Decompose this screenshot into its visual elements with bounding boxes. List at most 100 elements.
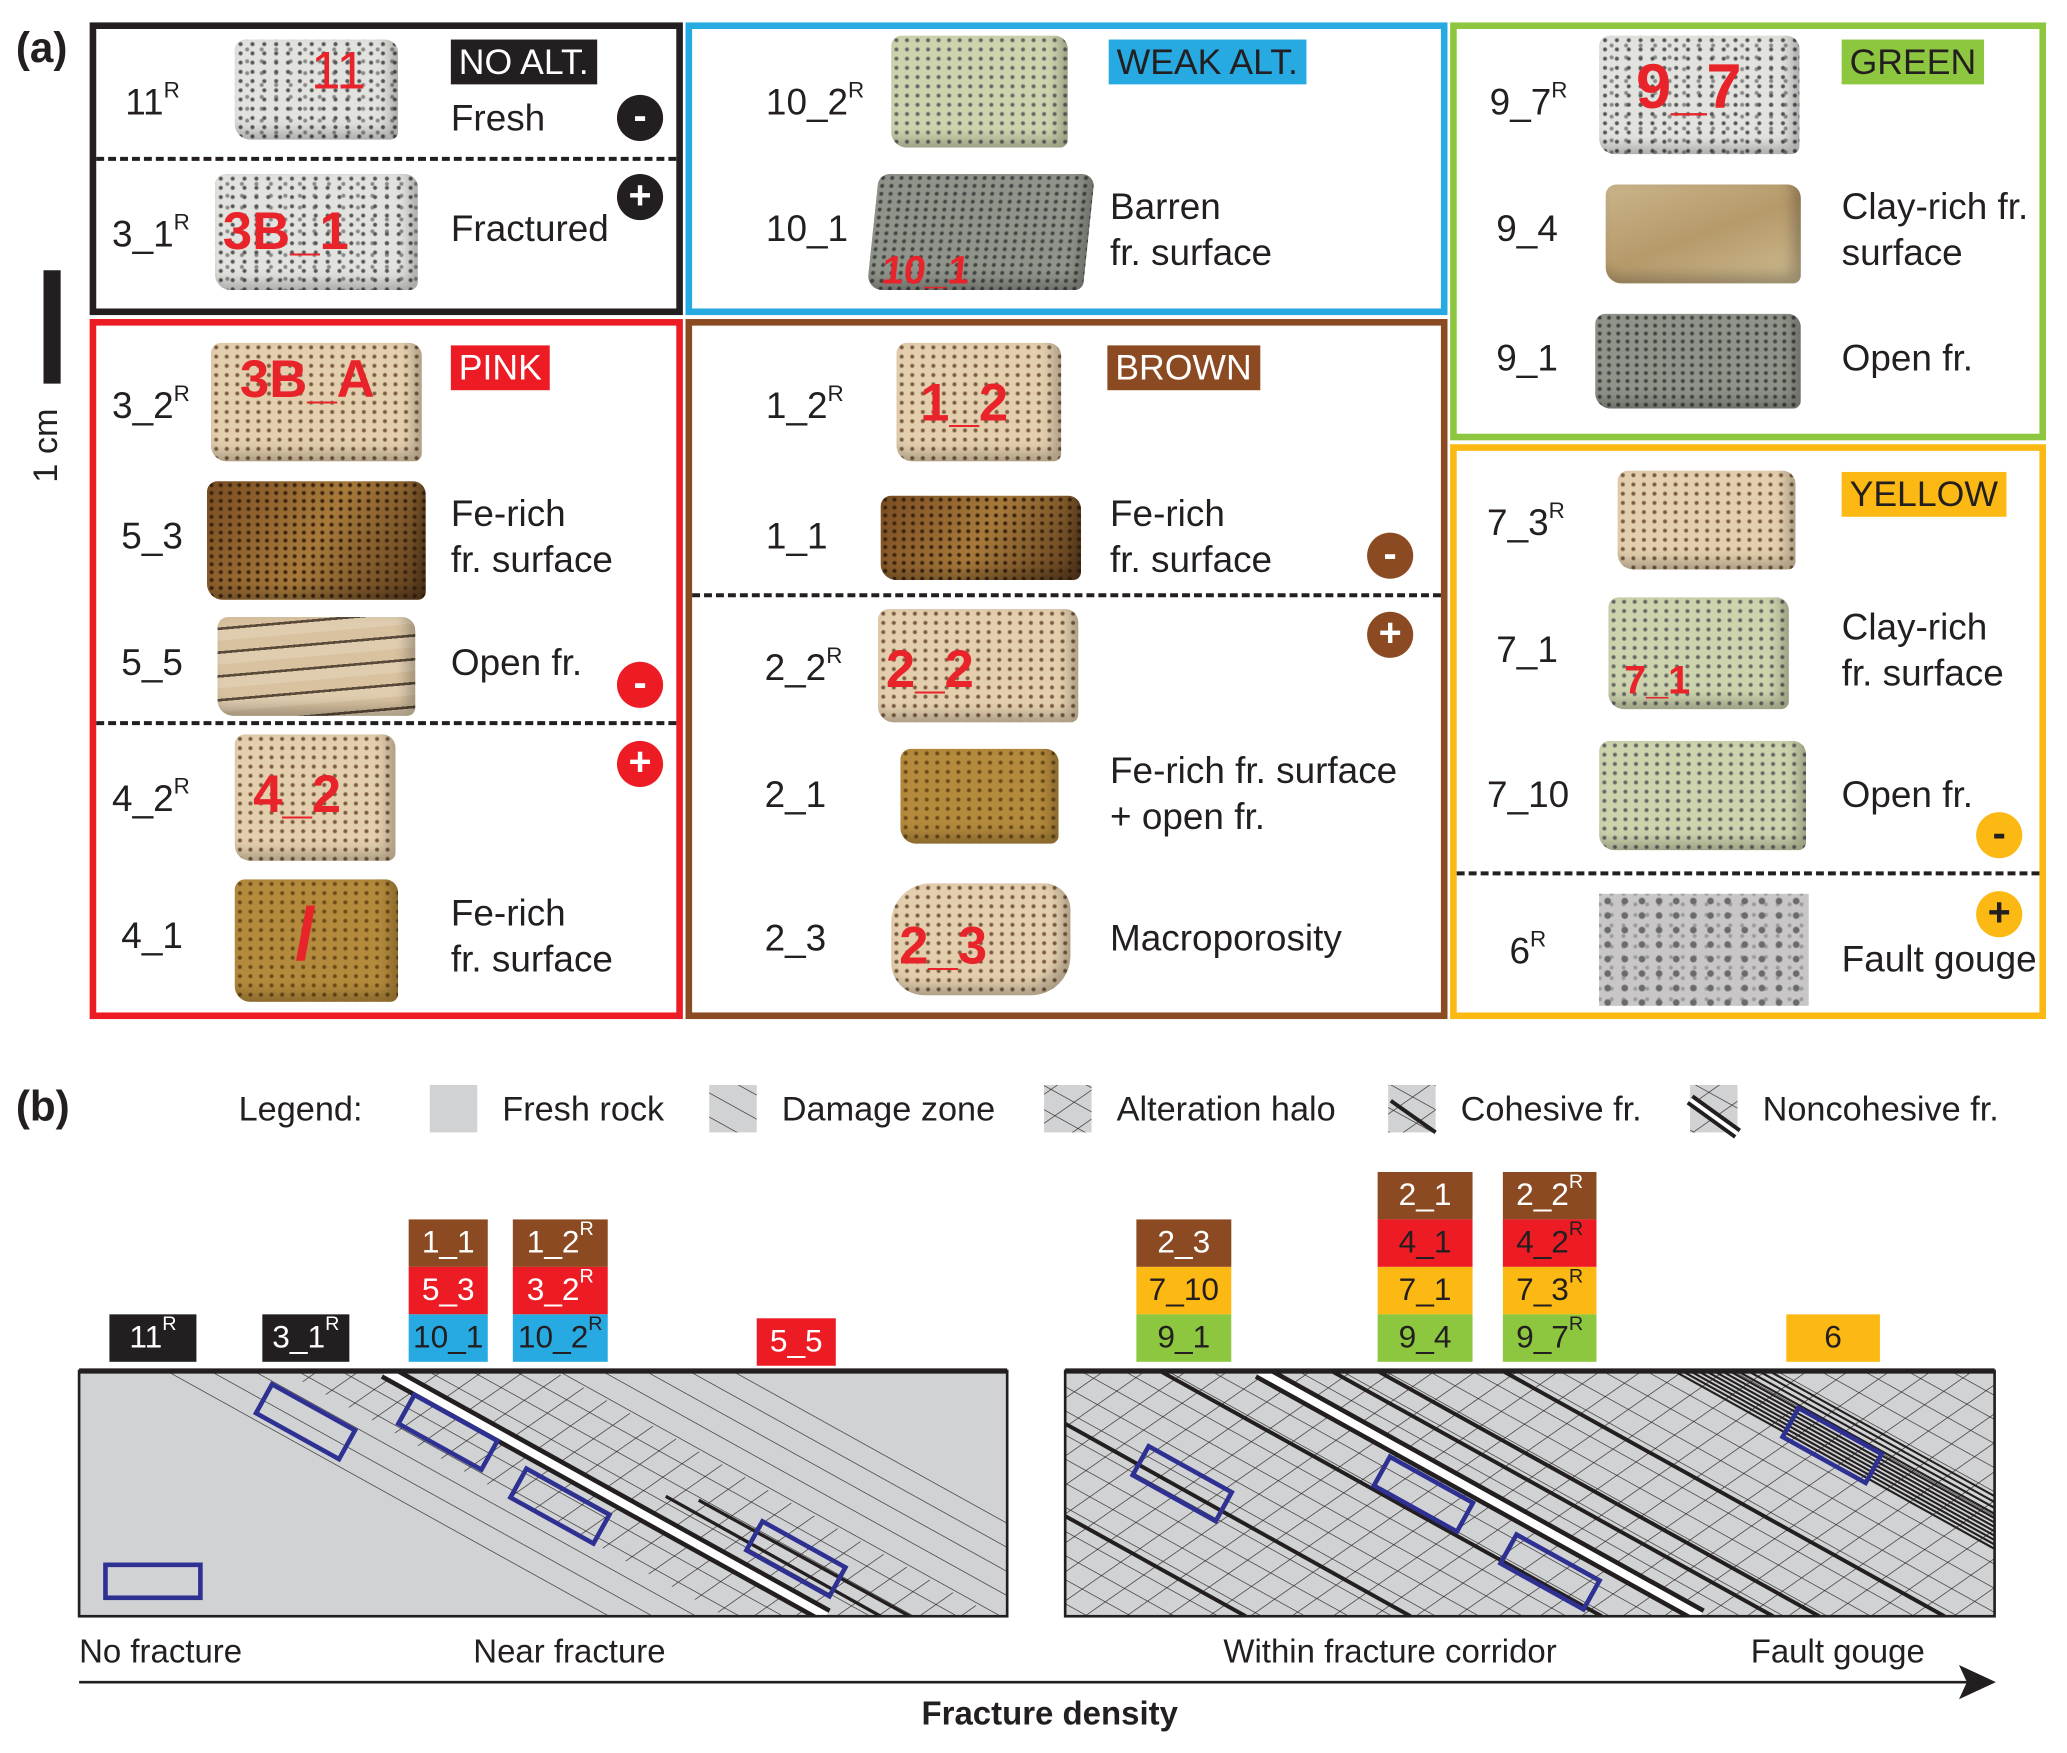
fractured-label: Fractured [450, 208, 609, 250]
divider [1456, 871, 2040, 876]
minus-icon: - [616, 94, 664, 142]
divider [96, 156, 677, 161]
description: Fe-rich [1110, 493, 1225, 534]
minus-icon: - [1976, 812, 2023, 859]
description: Open fr. [450, 642, 583, 683]
description: fr. surface [1110, 539, 1273, 581]
sample-location-marker [743, 1518, 849, 1600]
description: Clay-rich fr. [1841, 185, 2029, 227]
sample-tag: 2_1 [1377, 1171, 1473, 1220]
description: fr. surface [450, 539, 613, 581]
sample-label: 9_4 [1496, 208, 1558, 250]
fresh-label: Fresh [450, 97, 546, 139]
sample-tag: 3_2R [512, 1267, 608, 1315]
sample-tag: 10_1 [408, 1314, 488, 1362]
legend-alteration-halo-swatch [1044, 1084, 1092, 1133]
minus-icon: - [616, 661, 664, 708]
axis-title: Fracture density [921, 1695, 1178, 1733]
sample-location-marker [1497, 1531, 1603, 1613]
rock-sample-photo [1617, 470, 1796, 570]
rock-sample-photo [217, 616, 416, 716]
legend-cohesive-fracture-swatch [1388, 1084, 1437, 1135]
sample-location-marker [1779, 1404, 1885, 1486]
legend-fresh-rock: Fresh rock [502, 1088, 665, 1129]
yellow-box [1450, 444, 2047, 1020]
legend-noncohesive-fracture: Noncohesive fr. [1762, 1088, 1999, 1129]
legend-damage-zone-swatch [709, 1084, 757, 1133]
brown-box [685, 319, 1448, 1020]
legend-alteration-halo: Alteration halo [1116, 1088, 1336, 1129]
sample-tag: 1_1 [408, 1219, 488, 1267]
sample-tag: 2_2R [1502, 1172, 1597, 1220]
sample-location-marker [103, 1562, 203, 1601]
zone-label: Fault gouge [1750, 1633, 1925, 1671]
zone-label: No fracture [79, 1633, 243, 1671]
sample-location-marker [252, 1381, 359, 1463]
description: + open fr. [1110, 796, 1265, 838]
sample-tag: 7_1 [1377, 1266, 1473, 1315]
rock-sample-photo [1599, 893, 1809, 1006]
sample-tag: 9_1 [1136, 1314, 1232, 1362]
no-alt-box [89, 22, 683, 316]
rock-sample-photo [1595, 313, 1801, 409]
description: fr. surface [1110, 232, 1273, 273]
sample-label: 2_3 [764, 917, 827, 959]
rock-sample-photo [880, 495, 1082, 581]
description: surface [1841, 232, 1963, 273]
sample-label: 3_1R [112, 209, 190, 255]
rock-sample-photo [1605, 184, 1801, 284]
sample-tag: 5_3 [408, 1266, 488, 1315]
sample-tag: 6 [1786, 1314, 1880, 1362]
green-box [1450, 22, 2047, 441]
sample-label: 1_2R [765, 380, 844, 426]
scale-bar [43, 270, 61, 384]
sample-tag: 4_2R [1502, 1219, 1597, 1267]
rock-sample-photo: 3B_A [210, 342, 422, 462]
sample-label: 10_2R [765, 77, 865, 123]
rock-sample-photo [206, 481, 426, 600]
divider [692, 593, 1441, 598]
sample-label: 1_1 [765, 515, 828, 557]
weak-alt-title: WEAK ALT. [1108, 39, 1306, 85]
sample-tag: 11R [109, 1314, 197, 1362]
sample-label: 2_2R [764, 643, 843, 689]
legend-title: Legend: [238, 1088, 363, 1129]
panel-b-label: (b) [15, 1082, 70, 1130]
sample-label: 9_1 [1496, 337, 1558, 379]
plus-icon: + [616, 740, 664, 788]
sample-label: 11R [125, 77, 180, 123]
brown-title: BROWN [1107, 345, 1260, 391]
description: fr. surface [450, 938, 613, 980]
description: Fe-rich fr. surface [1110, 750, 1398, 791]
no-alt-title: NO ALT. [450, 39, 597, 85]
zone-label: Near fracture [473, 1633, 666, 1671]
sample-tag: 9_7R [1502, 1314, 1597, 1362]
rock-sample-photo: 1_2 [896, 342, 1062, 462]
sample-tag: 7_10 [1136, 1266, 1232, 1315]
sample-label: 9_7R [1489, 77, 1568, 123]
rock-sample-photo: 4_2 [234, 734, 396, 861]
sample-label: 5_5 [121, 642, 183, 683]
rock-sample-photo: / [234, 879, 399, 1002]
description: Barren [1110, 185, 1221, 227]
description: Clay-rich [1841, 606, 1988, 648]
rock-sample-photo [900, 748, 1059, 844]
legend-damage-zone: Damage zone [781, 1088, 996, 1129]
sample-label: 2_1 [764, 773, 827, 815]
sample-label: 4_1 [121, 914, 183, 956]
sample-tag: 3_1R [262, 1314, 350, 1362]
fracture-corridor-panel [1065, 1371, 1995, 1617]
rock-sample-photo: 3B_1 [214, 174, 418, 291]
arrowhead-icon [1958, 1665, 1996, 1700]
sample-label: 6R [1509, 926, 1547, 972]
near-fracture-panel [79, 1371, 1008, 1617]
sample-tag: 9_4 [1377, 1314, 1473, 1362]
sample-label: 3_2R [112, 380, 190, 426]
green-title: GREEN [1841, 39, 1985, 85]
plus-icon: + [1367, 611, 1414, 658]
rock-sample-photo: 9_7 [1599, 35, 1800, 155]
legend-cohesive-fracture: Cohesive fr. [1460, 1088, 1642, 1129]
sample-tag: 7_3R [1502, 1267, 1597, 1315]
description: Fe-rich [450, 892, 566, 934]
